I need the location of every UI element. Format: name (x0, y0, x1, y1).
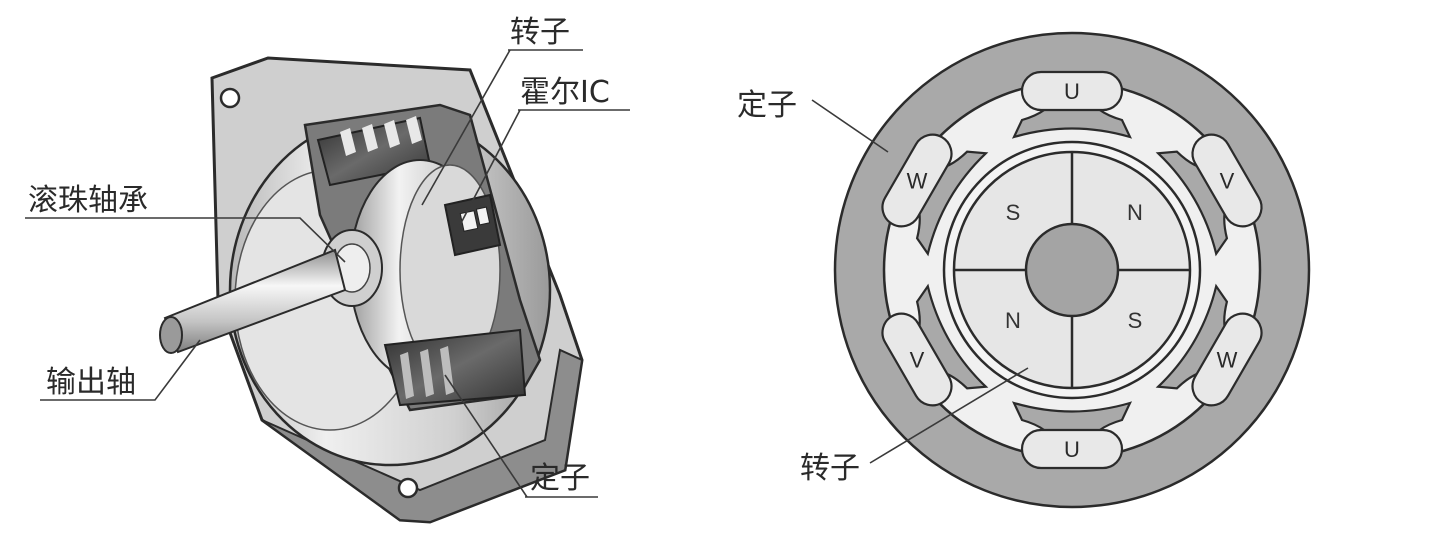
leader-bearing (25, 217, 346, 263)
label-right-stator: 定子 (737, 88, 797, 123)
label-right-rotor: 转子 (800, 451, 860, 486)
left-leader-lines (25, 49, 630, 498)
rotor-hub (1024, 222, 1120, 318)
magnet-pole-upper-right: N (1127, 200, 1143, 225)
leader-shaft (40, 339, 201, 401)
coil-w-top-left (881, 133, 953, 228)
coil-w-bottom-right (1191, 312, 1263, 407)
leader-stator (444, 374, 528, 498)
label-rotor: 转子 (510, 15, 570, 50)
hall-ic-chip-2 (475, 206, 491, 226)
motor-cross-section: U V W U V W S N N S (833, 31, 1311, 509)
label-hall-ic: 霍尔IC (520, 75, 610, 110)
label-output-shaft: 输出轴 (46, 365, 136, 400)
stator-coil-bottom (383, 328, 527, 407)
coil-w-top-left-label: W (907, 169, 928, 194)
mount-hole-bottom (397, 477, 419, 499)
right-leader-lines (811, 99, 1029, 464)
coil-windings-bottom (400, 346, 454, 399)
coil-windings-top (340, 116, 422, 156)
coil-u-bottom-label: U (1064, 437, 1080, 462)
shaft-end (159, 316, 183, 354)
magnet-pole-lower-left: N (1005, 308, 1021, 333)
coil-v-top-right (1191, 133, 1263, 228)
coil-v-top-right-label: V (1220, 169, 1235, 194)
leader-right-rotor (869, 367, 1029, 464)
leader-rotor (421, 49, 511, 206)
mount-hole-top (219, 87, 241, 109)
motor-cutaway-illustration (159, 56, 584, 524)
coil-u-top (1020, 70, 1124, 112)
coil-v-bottom-left-label: V (910, 348, 925, 373)
magnet-pole-lower-right: S (1128, 308, 1143, 333)
coil-w-bottom-right-label: W (1217, 348, 1238, 373)
leader-right-stator (811, 99, 889, 153)
coil-u-bottom (1020, 428, 1124, 470)
leader-hall (459, 109, 521, 226)
label-ball-bearing: 滚珠轴承 (28, 183, 148, 218)
magnet-pole-upper-left: S (1006, 200, 1021, 225)
stator-coils: U V W U V W (881, 70, 1263, 470)
coil-v-bottom-left (881, 312, 953, 407)
flange-side (261, 348, 584, 524)
coil-u-top-label: U (1064, 79, 1080, 104)
label-stator: 定子 (530, 461, 590, 496)
